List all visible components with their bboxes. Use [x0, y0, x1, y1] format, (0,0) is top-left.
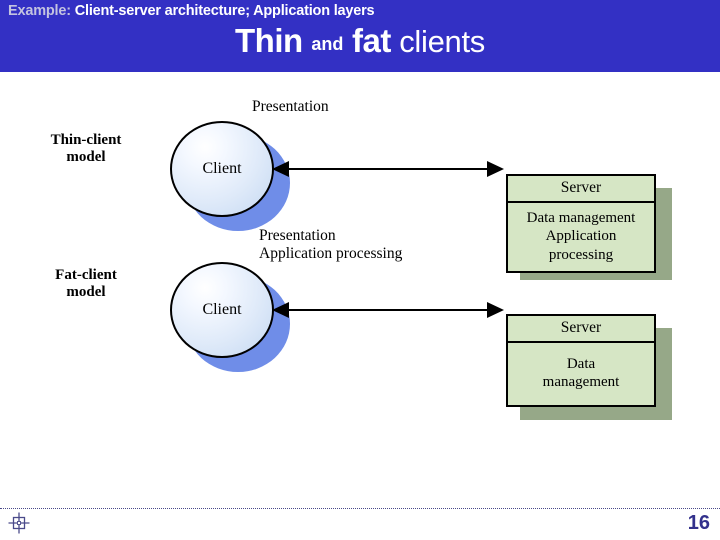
layer-caption-line1: Presentation — [259, 227, 336, 244]
client-node-label: Client — [202, 160, 242, 177]
layer-caption-line2: Application processing — [259, 245, 403, 263]
page-number: 16 — [687, 512, 710, 534]
arrow-head-left-icon — [272, 161, 289, 177]
fat-client-row: Fat-client model Presentation Applicatio… — [0, 212, 720, 422]
server-body-line2: management — [542, 374, 620, 391]
model-label-line1: Thin-client — [50, 132, 122, 148]
arrow-shaft — [284, 168, 492, 171]
layer-caption-line1: Presentation — [252, 98, 329, 115]
client-node-label: Client — [202, 301, 242, 318]
client-node-circle — [170, 121, 274, 217]
server-node-body: Data management — [508, 343, 654, 405]
server-body-line2: Application — [545, 228, 617, 245]
client-node-circle — [170, 262, 274, 358]
slide-eyebrow: Example: Client-server architecture; App… — [8, 3, 375, 19]
page-title: Thin and fat clients — [0, 24, 720, 57]
arrow-shaft — [284, 309, 492, 312]
model-label-line2: model — [66, 284, 106, 301]
server-node-header: Server — [508, 176, 654, 203]
server-node-header: Server — [508, 316, 654, 343]
eyebrow-lead: Example: — [8, 3, 71, 19]
fat-client-model-label: Fat-client model — [6, 267, 166, 302]
footer-divider — [0, 508, 720, 509]
title-word-clients: clients — [399, 24, 485, 59]
fat-client-layer-caption: Presentation Application processing — [259, 227, 402, 264]
title-word-thin: Thin — [235, 22, 303, 59]
thin-client-row: Thin-client model Presentation Client Se… — [0, 72, 720, 282]
thin-client-node: Client — [170, 121, 294, 233]
title-word-fat: fat — [352, 22, 391, 59]
thin-client-connection-arrow — [272, 161, 504, 177]
slide-header-bar: Example: Client-server architecture; App… — [0, 0, 720, 72]
server-body-line1: Data — [566, 356, 596, 372]
model-label-line2: model — [66, 149, 106, 166]
thin-client-layer-caption: Presentation — [252, 98, 329, 116]
server-body-line1: Data management — [526, 210, 636, 226]
server-node-box: Server Data management Application proce… — [506, 174, 656, 273]
arrow-head-right-icon — [487, 161, 504, 177]
arrow-head-left-icon — [272, 302, 289, 318]
arrow-head-right-icon — [487, 302, 504, 318]
fat-client-connection-arrow — [272, 302, 504, 318]
server-body-line3: processing — [548, 246, 614, 263]
architecture-diagram: Thin-client model Presentation Client Se… — [0, 72, 720, 492]
model-label-line1: Fat-client — [55, 267, 117, 283]
thin-client-model-label: Thin-client model — [6, 132, 166, 167]
registration-mark-icon — [8, 512, 30, 534]
eyebrow-rest: Client-server architecture; Application … — [74, 3, 375, 19]
title-word-and: and — [311, 34, 344, 54]
server-node-body: Data management Application processing — [508, 203, 654, 271]
fat-client-node: Client — [170, 262, 294, 374]
server-node-box: Server Data management — [506, 314, 656, 407]
